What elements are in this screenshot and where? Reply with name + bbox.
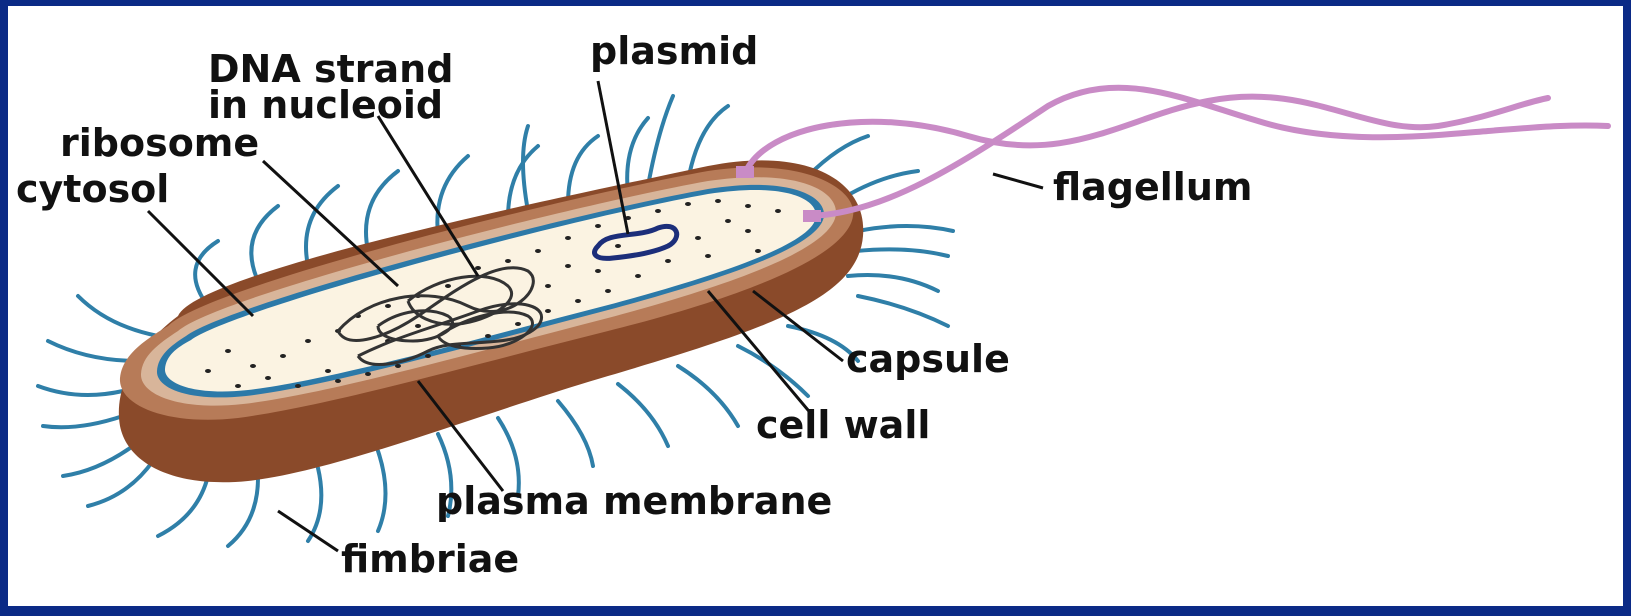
leader-flagellum xyxy=(993,174,1043,188)
ribosome xyxy=(665,259,671,263)
fimbria xyxy=(848,275,938,291)
ribosome xyxy=(295,384,301,388)
ribosome xyxy=(545,309,551,313)
label-capsule: capsule xyxy=(846,337,1010,381)
ribosome xyxy=(515,322,521,326)
ribosome xyxy=(235,384,241,388)
diagram-canvas: DNA strand in nucleoid plasmid ribosome … xyxy=(8,6,1623,606)
ribosome xyxy=(305,339,311,343)
ribosome xyxy=(715,199,721,203)
fimbria xyxy=(678,366,738,426)
ribosome xyxy=(505,259,511,263)
ribosome xyxy=(655,209,661,213)
label-ribosome: ribosome xyxy=(60,121,259,165)
flagellum-hook xyxy=(736,166,754,178)
fimbria xyxy=(858,296,948,326)
label-flagellum: flagellum xyxy=(1053,165,1252,209)
leader-fimbriae xyxy=(278,511,338,551)
ribosome xyxy=(575,299,581,303)
ribosome xyxy=(475,266,481,270)
ribosome xyxy=(445,284,451,288)
fimbria xyxy=(308,468,321,541)
ribosome xyxy=(685,202,691,206)
fimbria xyxy=(858,226,953,231)
ribosome xyxy=(415,324,421,328)
ribosome xyxy=(545,284,551,288)
fimbria xyxy=(38,386,123,395)
ribosome xyxy=(265,376,271,380)
ribosome xyxy=(395,364,401,368)
fimbria xyxy=(63,446,133,476)
flagellum-hook xyxy=(803,210,821,222)
ribosome xyxy=(695,236,701,240)
fimbria xyxy=(558,401,593,466)
fimbria xyxy=(523,126,528,211)
ribosome xyxy=(565,264,571,268)
fimbria xyxy=(648,96,673,186)
label-cell-wall: cell wall xyxy=(756,403,930,447)
fimbria xyxy=(378,451,386,531)
ribosome xyxy=(205,369,211,373)
ribosome xyxy=(745,229,751,233)
ribosome xyxy=(595,269,601,273)
ribosome xyxy=(535,249,541,253)
ribosome xyxy=(335,379,341,383)
fimbria xyxy=(228,478,258,546)
fimbria xyxy=(158,476,208,536)
ribosome xyxy=(325,369,331,373)
fimbria xyxy=(48,341,138,361)
ribosome xyxy=(425,354,431,358)
fimbria xyxy=(856,249,948,256)
ribosome xyxy=(280,354,286,358)
ribosome xyxy=(485,334,491,338)
ribosome xyxy=(225,349,231,353)
ribosome xyxy=(365,372,371,376)
fimbria xyxy=(78,296,158,336)
cell-body xyxy=(119,160,863,482)
ribosome xyxy=(635,274,641,278)
label-plasmid: plasmid xyxy=(590,29,758,73)
ribosome xyxy=(745,204,751,208)
ribosome xyxy=(755,249,761,253)
fimbria xyxy=(43,416,123,427)
ribosome xyxy=(250,364,256,368)
ribosome xyxy=(605,289,611,293)
label-plasma-membrane: plasma membrane xyxy=(436,479,832,523)
fimbria xyxy=(738,346,808,396)
ribosome xyxy=(595,224,601,228)
ribosome xyxy=(775,209,781,213)
label-cytosol: cytosol xyxy=(16,167,169,211)
bacterium-diagram: DNA strand in nucleoid plasmid ribosome … xyxy=(8,6,1623,606)
ribosome xyxy=(565,236,571,240)
fimbria xyxy=(618,384,668,446)
ribosome xyxy=(725,219,731,223)
ribosome xyxy=(615,244,621,248)
label-fimbriae: fimbriae xyxy=(341,537,519,581)
ribosome xyxy=(705,254,711,258)
ribosome xyxy=(385,304,391,308)
